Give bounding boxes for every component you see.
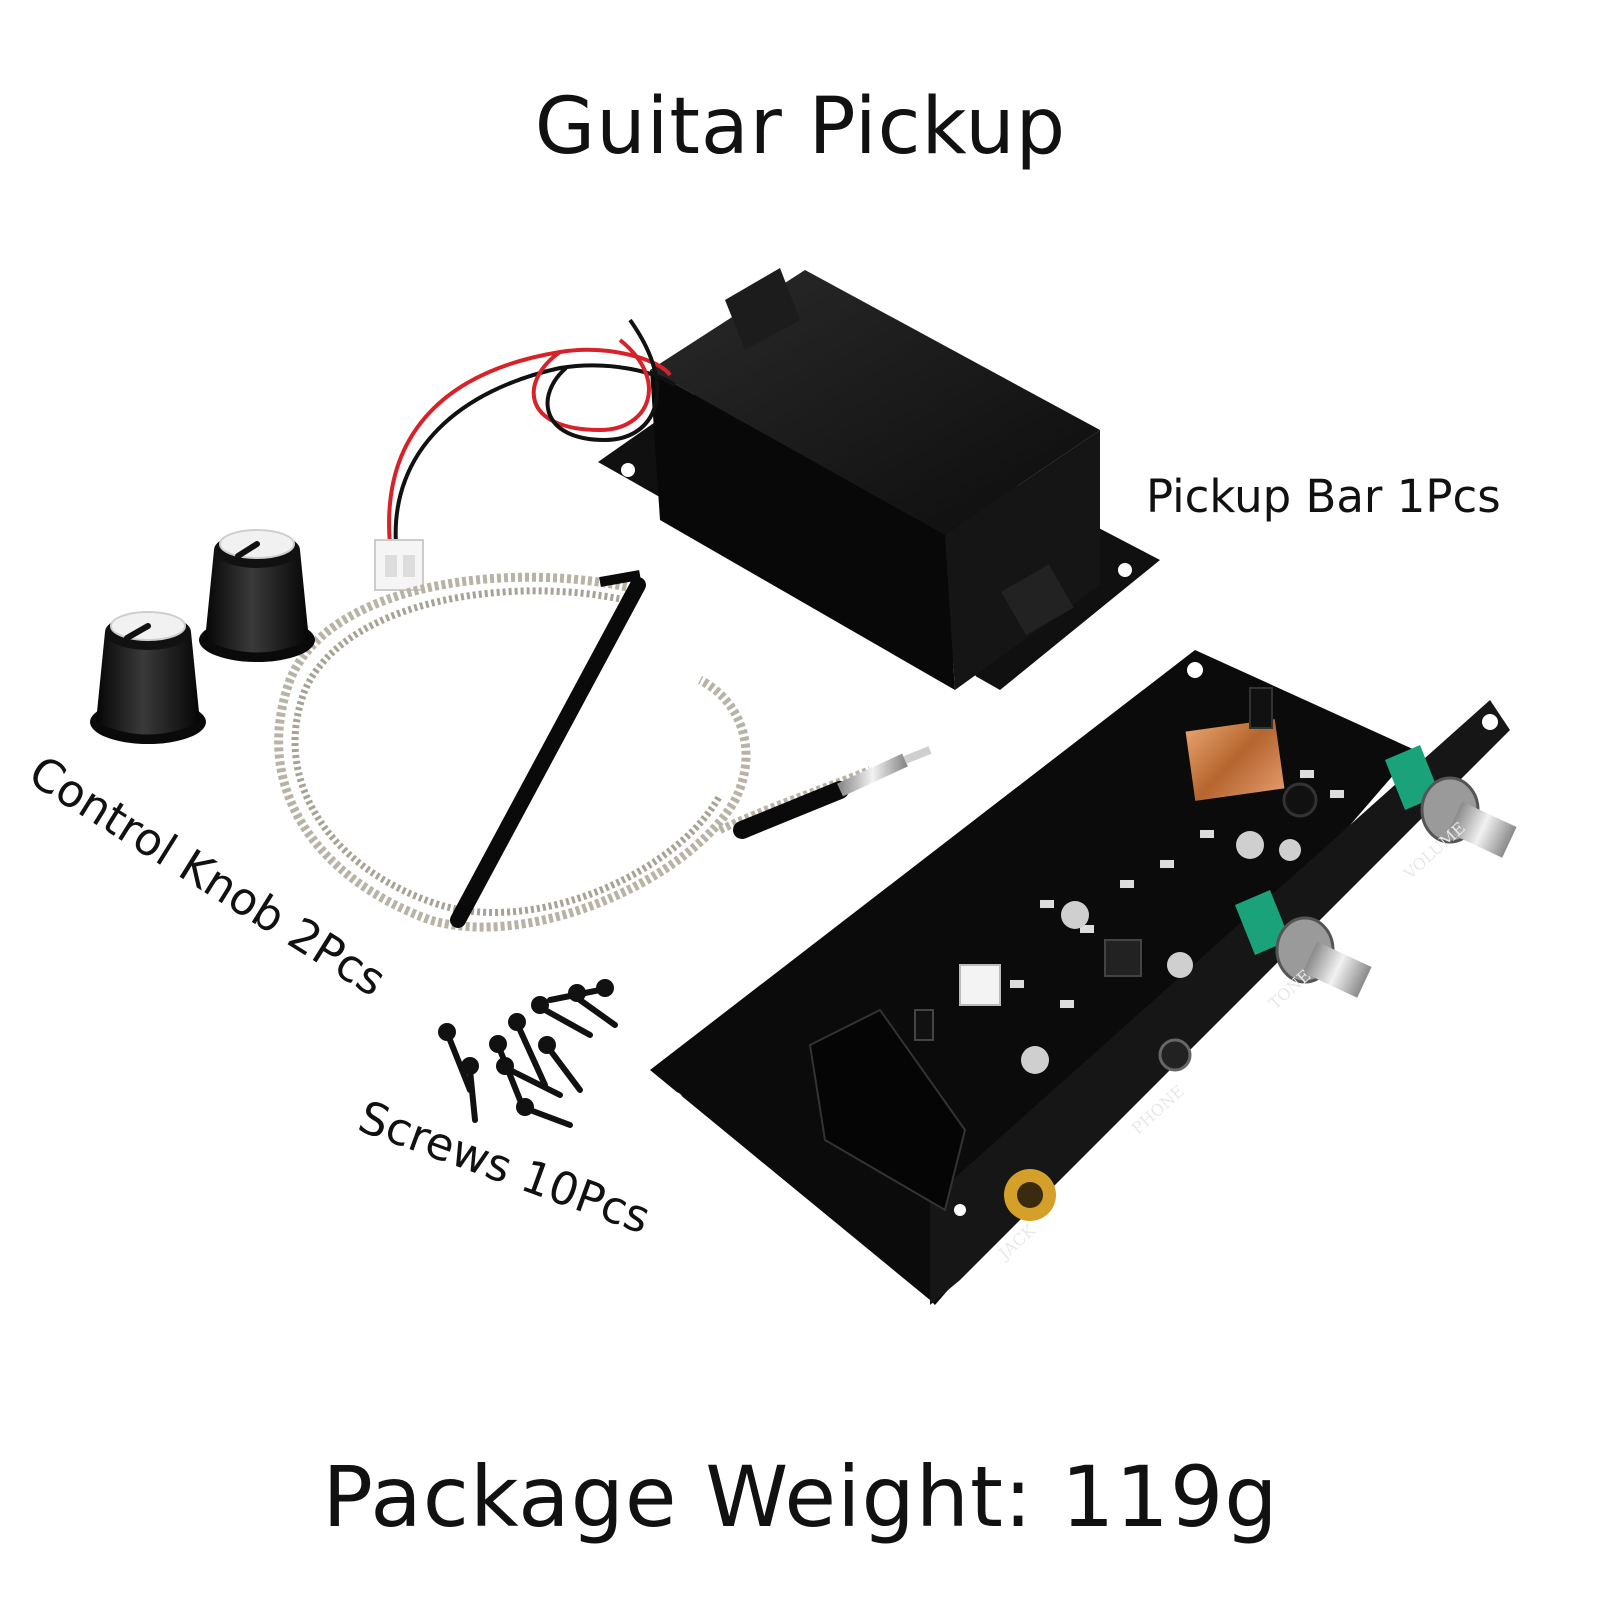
volume-pot	[1420, 776, 1517, 858]
piezo-bar	[450, 570, 646, 928]
control-knob	[90, 611, 206, 744]
battery-wires	[387, 318, 677, 546]
output-jack	[1004, 1169, 1056, 1221]
pickup-cable	[274, 572, 872, 932]
wire-connector	[374, 539, 424, 591]
pickup-bar-label: Pickup Bar 1Pcs	[1146, 470, 1501, 523]
tone-pot	[1275, 916, 1372, 998]
screws	[438, 979, 618, 1128]
battery-box	[598, 268, 1160, 690]
pickup-plug	[733, 746, 932, 839]
phone-jack	[1158, 1038, 1192, 1072]
preamp-panel: VOLUME TONE PHONE JACK	[650, 650, 1517, 1305]
control-knob	[199, 529, 315, 662]
package-weight: Package Weight: 119g	[322, 1448, 1279, 1546]
page-title: Guitar Pickup	[534, 82, 1067, 172]
